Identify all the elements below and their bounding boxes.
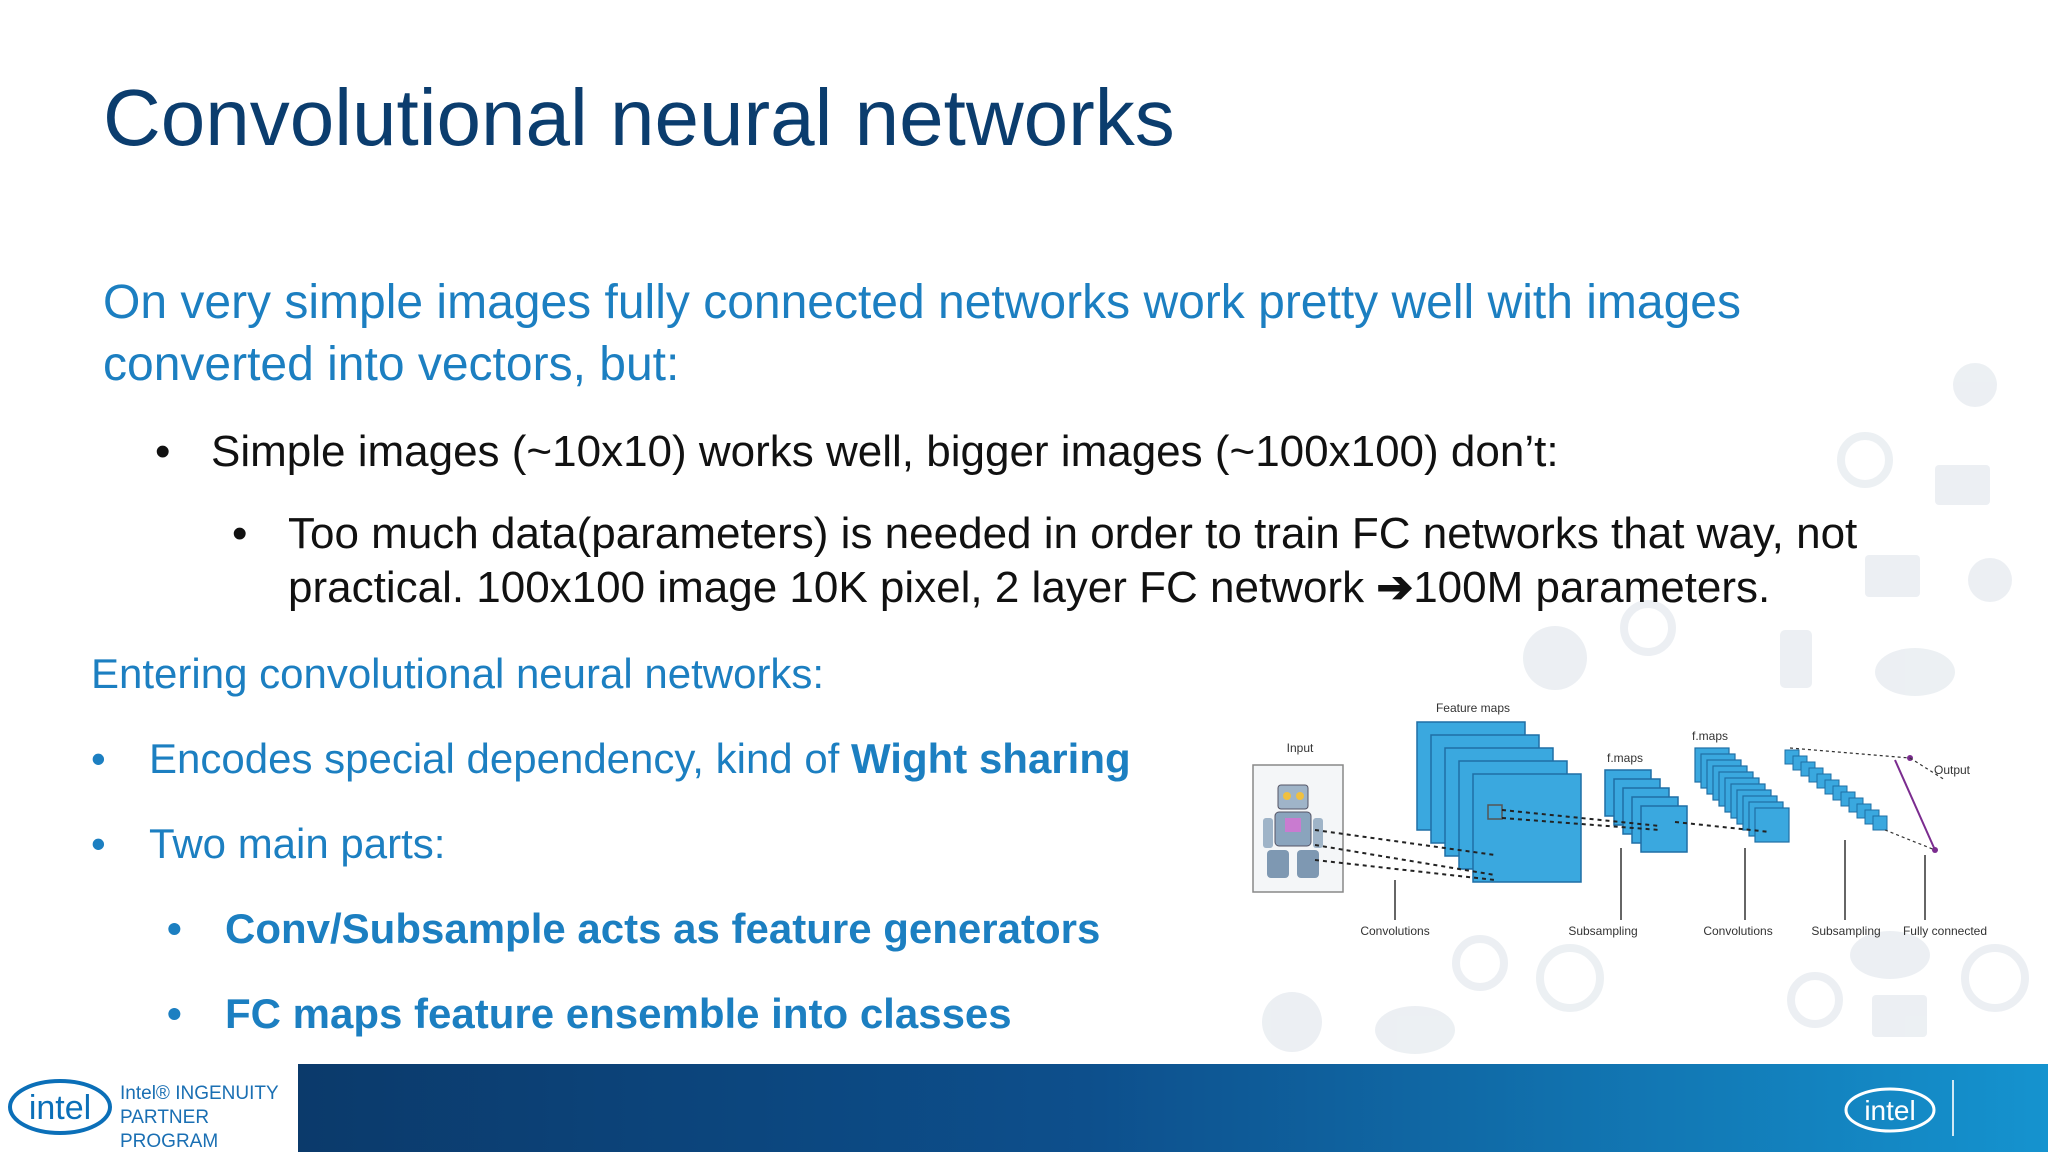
- people-icon: [1953, 363, 1997, 407]
- headset-icon-2: [1787, 972, 1843, 1028]
- bullet-dot: •: [91, 735, 106, 782]
- footer-bar: [298, 1064, 2048, 1152]
- label-subsampling-2: Subsampling: [1811, 924, 1880, 938]
- fmaps-subsample2: [1784, 749, 1888, 831]
- receptive-field-box: [1487, 804, 1503, 820]
- monitor-icon: [1865, 555, 1920, 597]
- output-label: Output: [1934, 763, 1971, 777]
- fmaps1-label: f.maps: [1607, 751, 1643, 765]
- bullet-dot: •: [167, 990, 182, 1037]
- bullet-dot: •: [167, 905, 182, 952]
- intel-logo-text: intel: [29, 1089, 91, 1127]
- bullet-simple-images-text: Simple images (~10x10) works well, bigge…: [211, 427, 1559, 476]
- input-label: Input: [1287, 741, 1314, 755]
- bullet-two-parts-text: Two main parts:: [149, 820, 446, 867]
- entering-cnn-text: Entering convolutional neural networks:: [91, 650, 825, 697]
- cloud-icon-3: [1375, 1006, 1455, 1054]
- fmaps-conv2: [1694, 747, 1790, 843]
- bullet-too-much-data-part2: 100M parameters.: [1413, 563, 1771, 612]
- partner-program-text: Intel® INGENUITY PARTNER PROGRAM: [120, 1082, 298, 1152]
- footer-logo-area: intel Intel® INGENUITY PARTNER PROGRAM: [0, 1064, 298, 1152]
- sub-bullet-fc-maps-text: FC maps feature ensemble into classes: [225, 990, 1012, 1037]
- refresh-icon: [1837, 432, 1893, 488]
- partner-line-1: Intel® INGENUITY: [120, 1083, 279, 1104]
- feature-maps-conv1: [1416, 721, 1582, 883]
- tablet-icon: [1780, 630, 1812, 688]
- label-fully-connected: Fully connected: [1903, 924, 1987, 938]
- bullet-too-much-data-text: Too much data(parameters) is needed in o…: [288, 507, 1948, 615]
- chat-icon-2: [1262, 992, 1322, 1052]
- label-subsampling-1: Subsampling: [1568, 924, 1637, 938]
- intel-logo-right-text: intel: [1864, 1095, 1915, 1126]
- bullet-dot: •: [155, 427, 171, 476]
- bullet-encodes-text: Encodes special dependency, kind of Wigh…: [149, 735, 1131, 783]
- label-convolutions-1: Convolutions: [1360, 924, 1429, 938]
- refresh-icon-2: [1452, 935, 1508, 991]
- slide-title: Convolutional neural networks: [103, 73, 1175, 162]
- output-line: [1894, 759, 1936, 851]
- label-convolutions-2: Convolutions: [1703, 924, 1772, 938]
- footer-divider: [1952, 1080, 1954, 1136]
- cloud-icon: [1875, 648, 1955, 696]
- intel-logo: intel: [8, 1079, 112, 1135]
- robot-icon: [1263, 784, 1323, 878]
- partner-line-2: PARTNER PROGRAM: [120, 1107, 219, 1152]
- bullet-dot: •: [232, 509, 248, 558]
- bullet-too-much-data-part1: Too much data(parameters) is needed in o…: [288, 509, 1858, 612]
- sub-bullet-conv-subsample-text: Conv/Subsample acts as feature generator…: [225, 905, 1101, 952]
- chat-icon: [1523, 626, 1587, 690]
- fmaps-subsample1: [1604, 769, 1688, 853]
- arrow-icon: ➔: [1376, 563, 1414, 612]
- output-node: [1932, 847, 1938, 853]
- intro-text: On very simple images fully connected ne…: [103, 276, 1741, 391]
- cloud-icon-2: [1850, 931, 1930, 979]
- intel-logo-right: intel: [1844, 1087, 1936, 1133]
- headset-icon: [1620, 600, 1676, 656]
- monitor-icon-2: [1872, 995, 1927, 1037]
- globe-icon: [1536, 944, 1604, 1012]
- feature-maps-label: Feature maps: [1436, 701, 1510, 715]
- footer: intel Intel® INGENUITY PARTNER PROGRAM i…: [0, 1064, 2048, 1152]
- globe-icon-2: [1961, 944, 2029, 1012]
- fmaps2-label: f.maps: [1692, 729, 1728, 743]
- presentation-icon: [1935, 465, 1990, 505]
- cnn-diagram: Input Feature maps f.maps: [1252, 701, 1987, 938]
- bullet-dot: •: [91, 820, 106, 867]
- bullet-encodes-prefix: Encodes special dependency, kind of: [149, 735, 852, 782]
- bullet-encodes-bold: Wight sharing: [851, 735, 1131, 782]
- people-icon-2: [1968, 558, 2012, 602]
